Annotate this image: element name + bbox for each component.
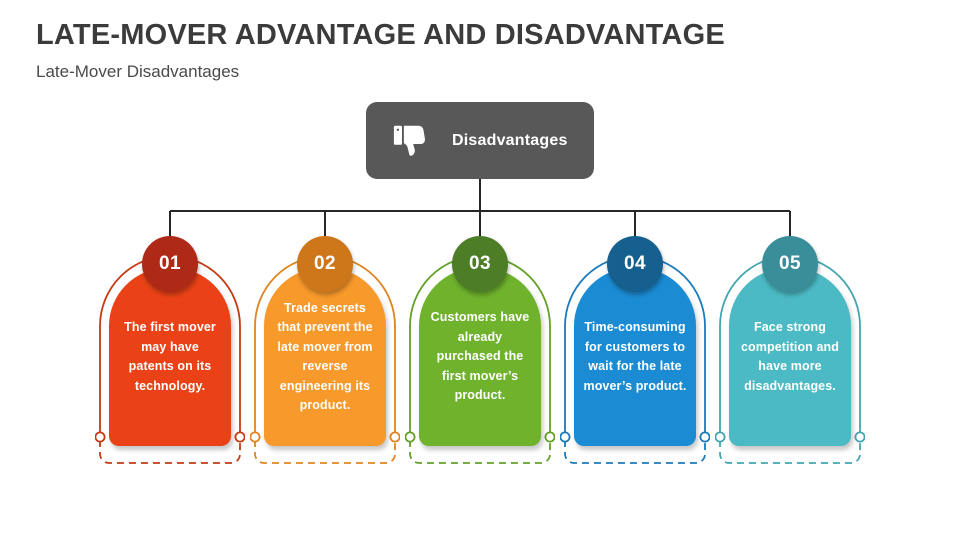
page-title: LATE-MOVER ADVANTAGE AND DISADVANTAGE [36,19,725,51]
card-text: The first mover may have patents on its … [124,320,216,393]
card-text: Customers have already purchased the fir… [430,310,530,403]
card-number-badge[interactable]: 05 [762,236,818,292]
card-05[interactable]: Face strong competition and have more di… [715,236,865,468]
card-body: Trade secrets that prevent the late move… [264,268,386,446]
card-connector-dot-left [250,431,261,443]
card-connector-dot-right [699,431,710,443]
card-01[interactable]: The first mover may have patents on its … [95,236,245,468]
header-node-label: Disadvantages [452,131,568,149]
card-body: Customers have already purchased the fir… [419,268,541,446]
card-text: Time-consuming for customers to wait for… [583,320,687,393]
card-connector-dot-left [95,431,106,443]
header-node-disadvantages[interactable]: Disadvantages [366,102,594,179]
card-connector-dot-right [544,431,555,443]
card-connector-dot-right [854,431,865,443]
card-04[interactable]: Time-consuming for customers to wait for… [560,236,710,468]
page-subtitle: Late-Mover Disadvantages [36,62,240,81]
card-connector-dot-left [715,431,726,443]
card-number-badge[interactable]: 03 [452,236,508,292]
card-connector-dot-left [405,431,416,443]
card-number-badge[interactable]: 01 [142,236,198,292]
card-number-label: 04 [624,253,646,274]
card-connector-dot-right [389,431,400,443]
card-02[interactable]: Trade secrets that prevent the late move… [250,236,400,468]
card-number-badge[interactable]: 04 [607,236,663,292]
card-text: Trade secrets that prevent the late move… [277,300,373,413]
card-03[interactable]: Customers have already purchased the fir… [405,236,555,468]
card-number-label: 03 [469,253,491,274]
card-connector-dot-right [234,431,245,443]
card-number-label: 01 [159,253,181,274]
title-block: LATE-MOVER ADVANTAGE AND DISADVANTAGE La… [36,18,936,83]
thumbs-down-icon [393,125,425,156]
card-connector-dot-left [560,431,571,443]
card-number-badge[interactable]: 02 [297,236,353,292]
card-text: Face strong competition and have more di… [740,320,840,393]
card-body: The first mover may have patents on its … [109,268,231,446]
card-body: Time-consuming for customers to wait for… [574,268,696,446]
card-body: Face strong competition and have more di… [729,268,851,446]
card-number-label: 02 [314,253,336,274]
card-number-label: 05 [779,253,801,274]
